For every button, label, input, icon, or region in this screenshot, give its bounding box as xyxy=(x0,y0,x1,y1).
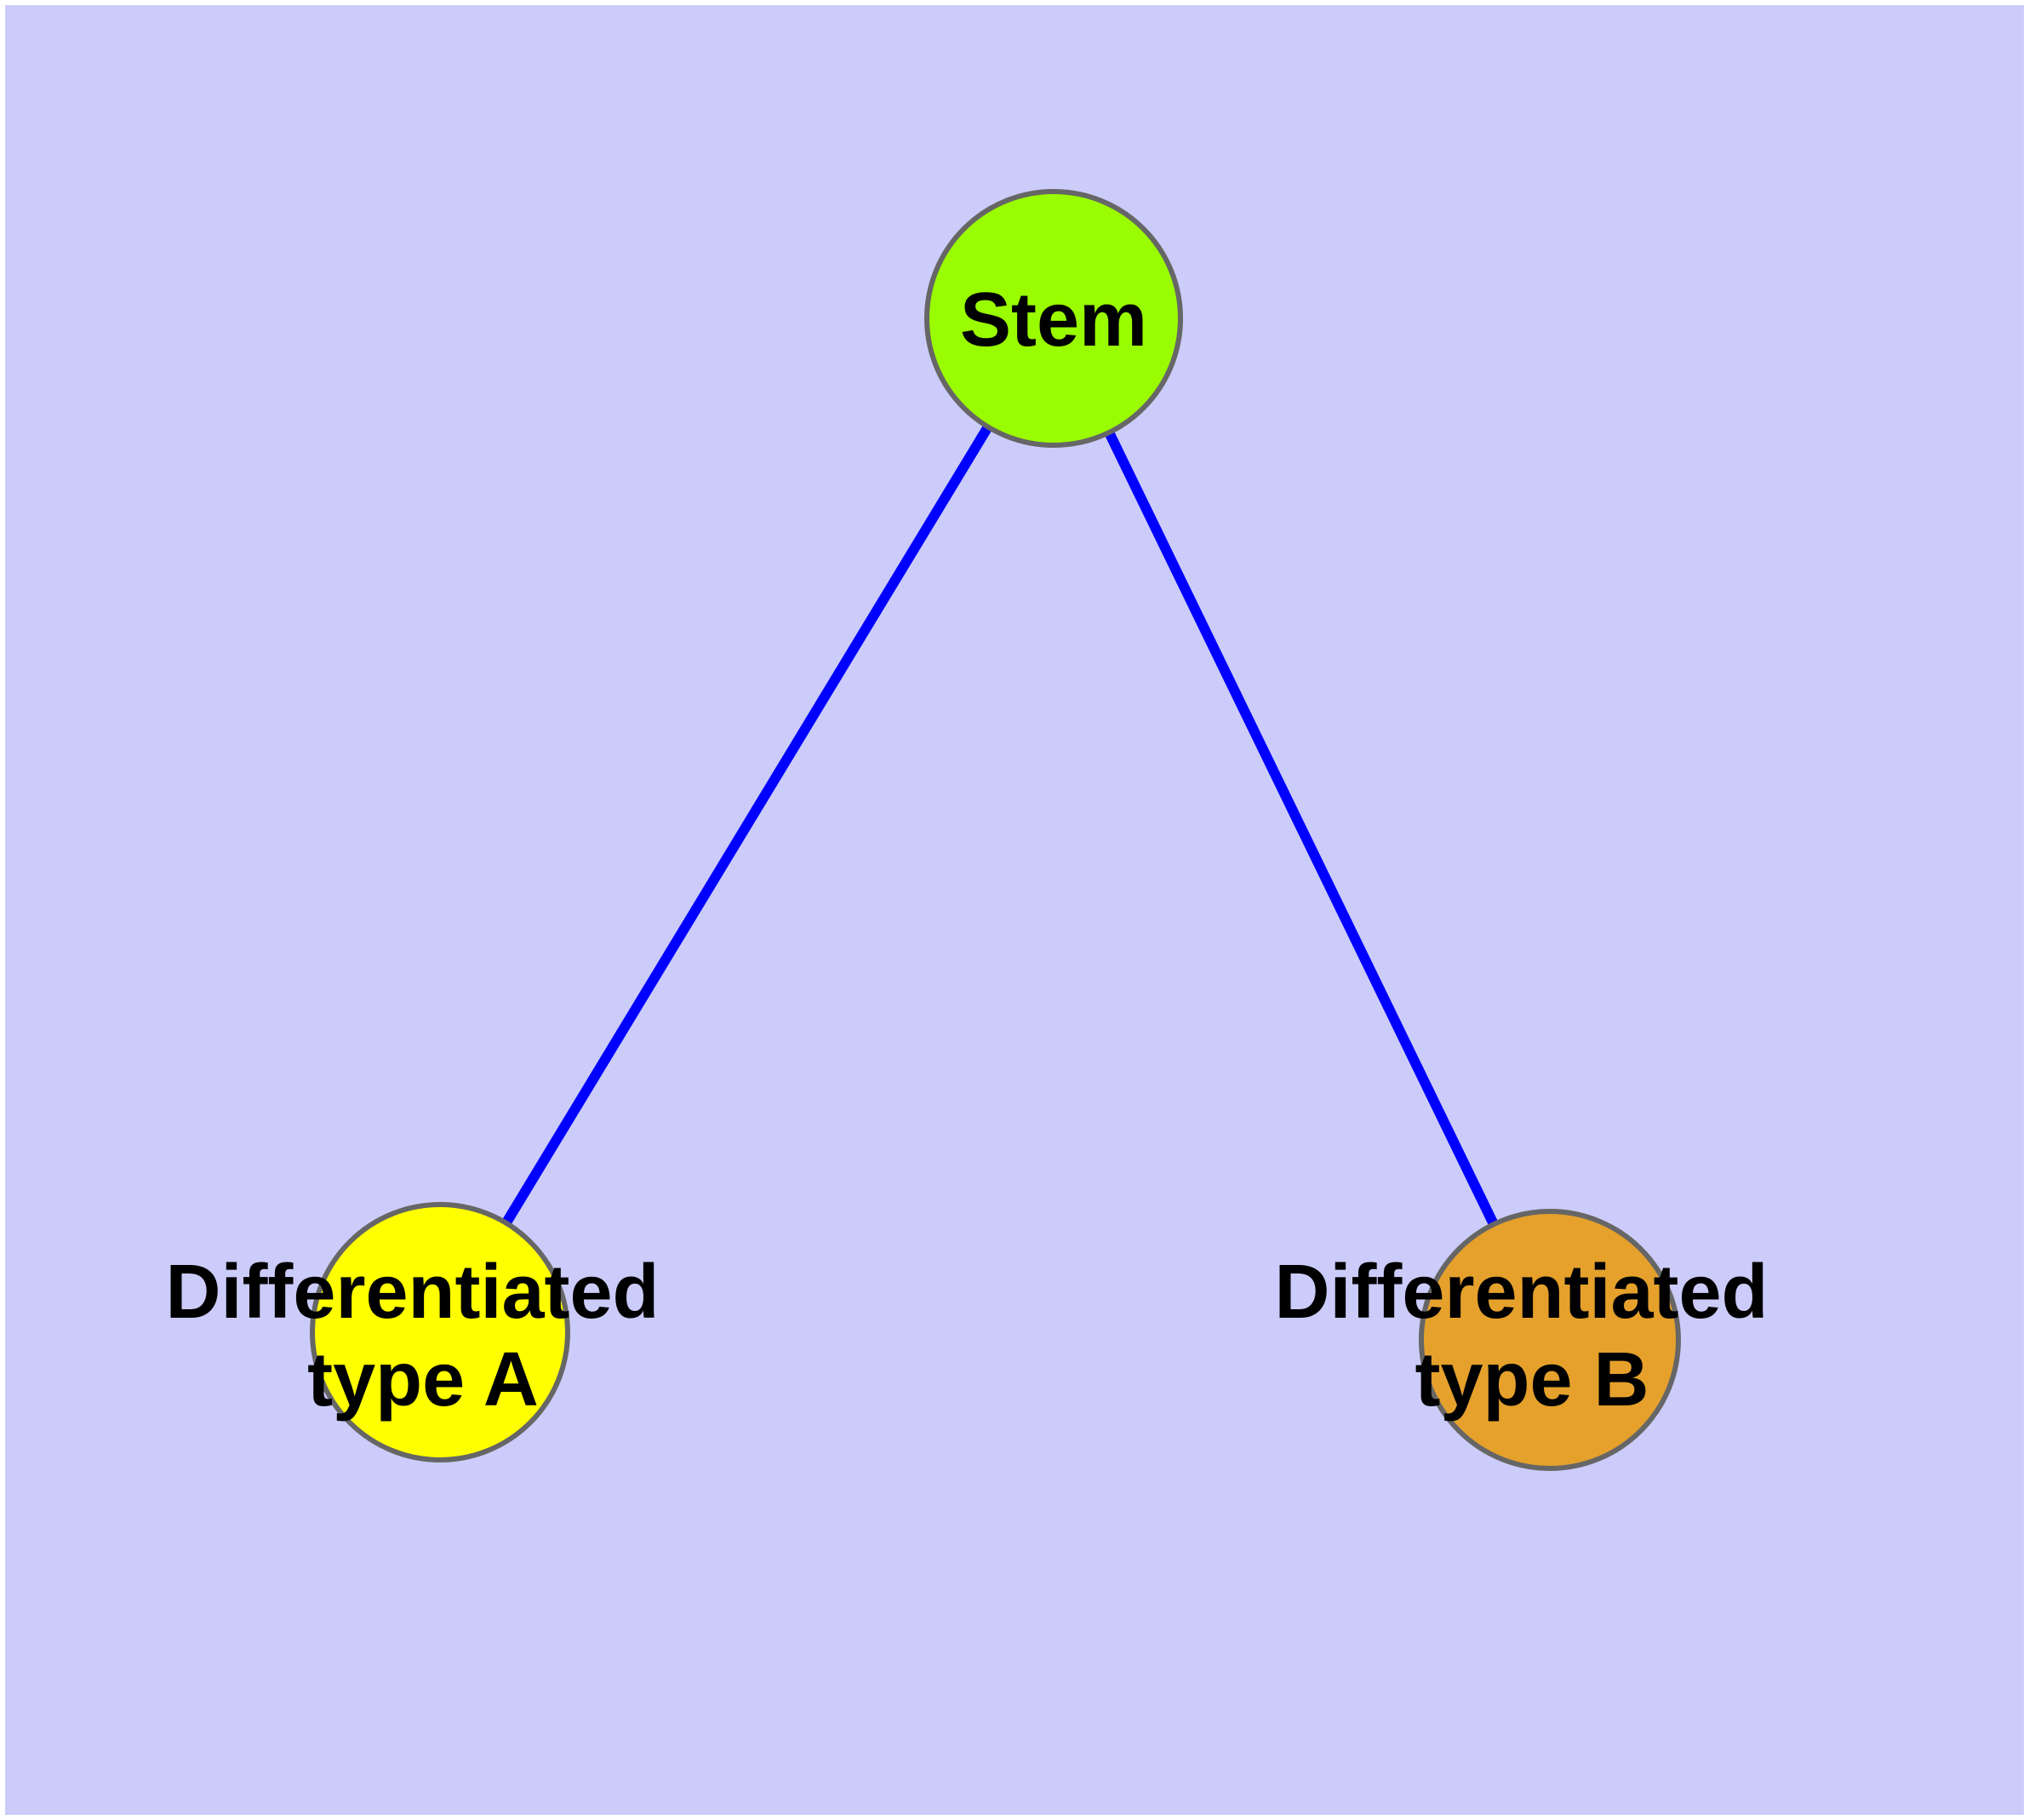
node-label-stem: Stem xyxy=(960,278,1147,363)
node-differentiated-type-a[interactable] xyxy=(310,1202,570,1462)
node-circle-differentiated-type-a[interactable] xyxy=(310,1202,570,1462)
node-label-a-line-1: Differentiated xyxy=(165,1250,659,1335)
node-stem[interactable] xyxy=(924,189,1183,448)
edge-stem-to-differentiated-type-a[interactable] xyxy=(435,315,1059,1336)
edge-group xyxy=(435,315,1555,1342)
node-label-a-line-2: type A xyxy=(307,1337,539,1422)
node-label-group: Stem Differentiated type A Differentiate… xyxy=(165,278,1789,1422)
node-label-b-line-2: type B xyxy=(1415,1337,1649,1422)
node-label-differentiated-type-a: Differentiated type A xyxy=(165,1250,680,1422)
node-circle-differentiated-type-b[interactable] xyxy=(1419,1209,1681,1471)
node-label-b-line-1: Differentiated xyxy=(1274,1250,1768,1335)
node-label-differentiated-type-b: Differentiated type B xyxy=(1274,1250,1789,1422)
edge-stem-to-differentiated-type-b[interactable] xyxy=(1049,316,1555,1342)
node-differentiated-type-b[interactable] xyxy=(1419,1209,1681,1471)
node-group xyxy=(310,189,1681,1471)
node-circle-stem[interactable] xyxy=(924,189,1183,448)
